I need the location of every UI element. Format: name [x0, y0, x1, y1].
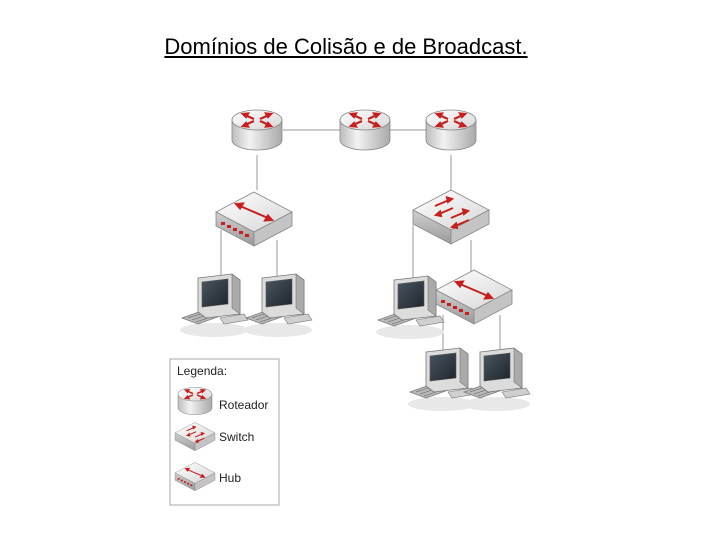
- router-icon: [177, 386, 213, 416]
- router-icon: [230, 108, 284, 152]
- legend: Legenda: Roteador Switch Hub: [169, 358, 280, 506]
- pc-icon: [461, 347, 531, 412]
- legend-label-router: Roteador: [219, 398, 268, 412]
- switch-icon: [413, 190, 489, 244]
- legend-label-hub: Hub: [219, 471, 241, 485]
- router-icon: [424, 108, 478, 152]
- pc-icon: [179, 273, 249, 338]
- hub-icon: [436, 270, 512, 324]
- legend-heading: Legenda:: [177, 364, 227, 378]
- pc-icon: [375, 275, 445, 340]
- slide-title: Domínios de Colisão e de Broadcast.: [164, 34, 528, 59]
- legend-label-switch: Switch: [219, 430, 254, 444]
- pc-icon: [243, 273, 313, 338]
- hub-icon: [216, 192, 292, 246]
- router-icon: [338, 108, 392, 152]
